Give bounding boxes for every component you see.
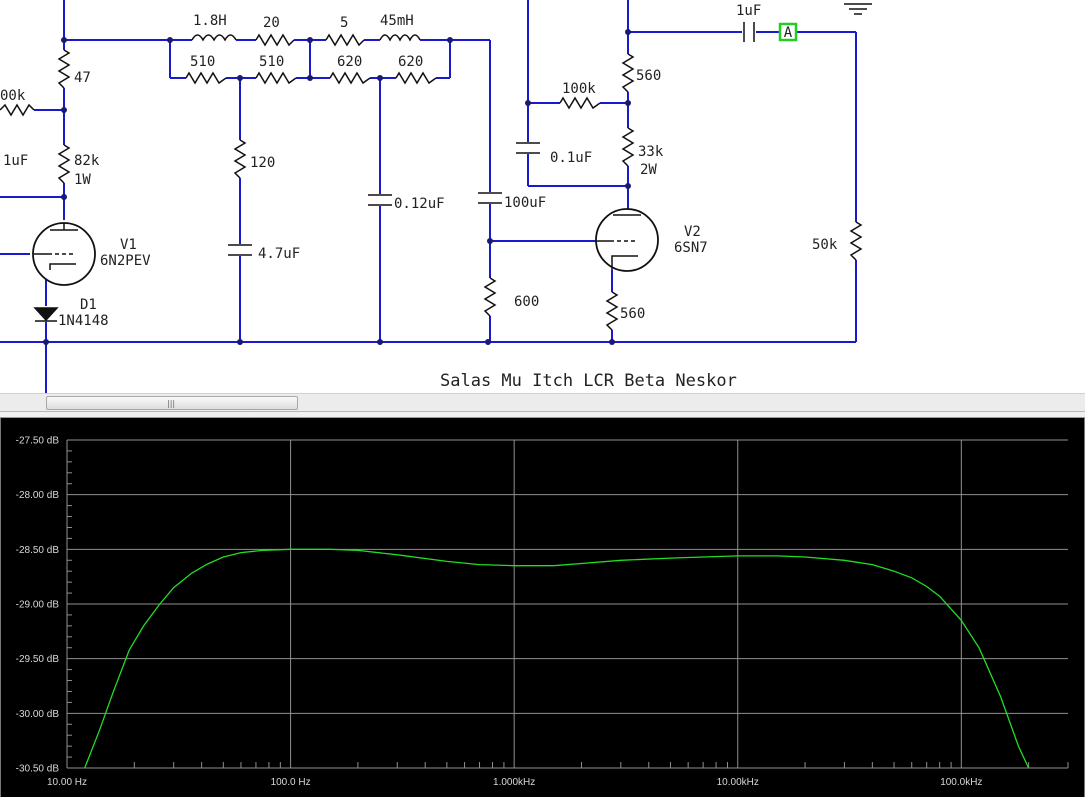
probe-marker-a[interactable]: A xyxy=(778,22,798,42)
response-trace xyxy=(84,548,1030,769)
label-c-partial: 1uF xyxy=(3,153,28,169)
horizontal-scrollbar[interactable]: ||| xyxy=(0,393,1085,412)
label-v1-type: 6N2PEV xyxy=(100,253,151,269)
label-r-82k-rating: 1W xyxy=(74,172,91,188)
circuit-title: Salas Mu Itch LCR Beta Neskor xyxy=(440,371,737,391)
plot-area: -27.50 dB -28.00 dB -28.50 dB -29.00 dB -29.… xyxy=(16,436,1069,789)
schematic-canvas[interactable]: A 1.8H 20 5 45mH 510 510 620 620 47 00k … xyxy=(0,0,1085,412)
label-c-0u1: 0.1uF xyxy=(550,150,592,166)
x-tick-label: 100.0 Hz xyxy=(271,777,311,788)
plot-axis-labels: -27.50 dB -28.00 dB -28.50 dB -29.00 dB -29.… xyxy=(16,436,983,789)
label-r-82k: 82k xyxy=(74,153,100,169)
x-tick-label: 100.0kHz xyxy=(940,777,982,788)
pane-splitter[interactable] xyxy=(0,412,1085,418)
label-r-20: 20 xyxy=(263,15,280,31)
scrollbar-grip-icon: ||| xyxy=(167,399,176,408)
label-c-out: 1uF xyxy=(736,3,761,19)
label-r-33k-rating: 2W xyxy=(640,162,657,178)
label-r-5: 5 xyxy=(340,15,348,31)
y-tick-label: -30.50 dB xyxy=(16,764,60,775)
y-tick-label: -28.00 dB xyxy=(16,490,60,501)
label-r-560-cathode: 560 xyxy=(620,306,645,322)
label-l1: 1.8H xyxy=(193,13,227,29)
x-tick-label: 1.000kHz xyxy=(493,777,535,788)
plot-minor-ticks xyxy=(67,450,1069,768)
plot-grid xyxy=(66,439,1068,769)
label-d1-type: 1N4148 xyxy=(58,313,109,329)
y-tick-label: -29.00 dB xyxy=(16,600,60,611)
scrollbar-thumb[interactable]: ||| xyxy=(46,396,298,410)
label-r-620b: 620 xyxy=(398,54,423,70)
label-r-47: 47 xyxy=(74,70,91,86)
label-l2: 45mH xyxy=(380,13,414,29)
label-c-100u: 100uF xyxy=(504,195,546,211)
y-tick-label: -27.50 dB xyxy=(16,436,60,447)
plot-trace-layer xyxy=(84,548,1030,769)
schematic-components xyxy=(0,3,872,331)
schematic-junctions xyxy=(43,29,631,345)
y-tick-label: -30.00 dB xyxy=(16,709,60,720)
schematic-drawing: A 1.8H 20 5 45mH 510 510 620 620 47 00k … xyxy=(0,0,872,394)
x-tick-label: 10.00 Hz xyxy=(47,777,87,788)
frequency-response-plot[interactable]: -27.50 dB -28.00 dB -28.50 dB -29.00 dB -29.… xyxy=(0,418,1085,797)
label-c-0u12: 0.12uF xyxy=(394,196,445,212)
label-v2-name: V2 xyxy=(684,224,701,240)
label-c-4u7: 4.7uF xyxy=(258,246,300,262)
label-r-600: 600 xyxy=(514,294,539,310)
label-r-100k: 100k xyxy=(562,81,596,97)
label-r-620a: 620 xyxy=(337,54,362,70)
label-v1-name: V1 xyxy=(120,237,137,253)
label-r-510a: 510 xyxy=(190,54,215,70)
y-tick-label: -28.50 dB xyxy=(16,545,60,556)
label-r-50k: 50k xyxy=(812,237,838,253)
label-r-120: 120 xyxy=(250,155,275,171)
label-r-510b: 510 xyxy=(259,54,284,70)
label-d1-name: D1 xyxy=(80,297,97,313)
x-tick-label: 10.00kHz xyxy=(717,777,759,788)
component-labels: 1.8H 20 5 45mH 510 510 620 620 47 00k 1u… xyxy=(0,3,838,329)
label-r-partial: 00k xyxy=(0,88,26,104)
y-tick-label: -29.50 dB xyxy=(16,654,60,665)
label-r-33k: 33k xyxy=(638,144,664,160)
label-r-560-plate: 560 xyxy=(636,68,661,84)
probe-label: A xyxy=(784,25,793,41)
label-v2-type: 6SN7 xyxy=(674,240,708,256)
